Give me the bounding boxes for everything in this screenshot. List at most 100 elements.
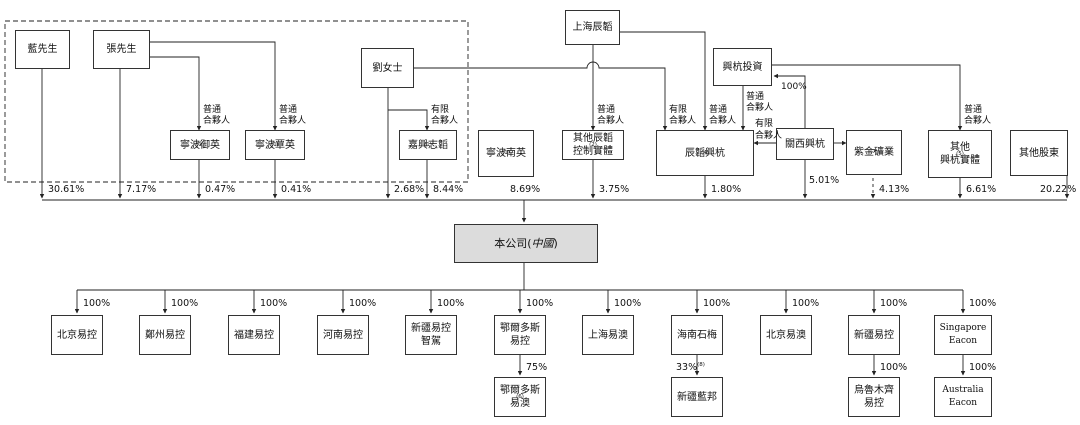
pct-chenchu-xinghang: 1.80% [711, 184, 742, 195]
shareholder-zhang-label: 張先生 [106, 44, 137, 55]
xinghang-invest-box: 興杭投資 [713, 48, 772, 86]
subsidiary-label-5: 鄂爾多斯 易控 [500, 323, 540, 347]
subsidiary-label-0: 北京易控 [57, 329, 97, 341]
note-marker: (8) [697, 362, 705, 368]
gp-label-yuying: 普通 合夥人 [203, 105, 231, 126]
subsidiary-box-3: 河南易控 [317, 315, 369, 355]
pct-sub-4: 100% [437, 298, 465, 309]
company-label-end: ) [553, 237, 558, 250]
lp-label-guanxi: 有限 合夥人 [755, 119, 783, 141]
pct-sub-1: 100% [171, 298, 199, 309]
note-marker: (1) [424, 141, 432, 148]
pct-caiying: 0.41% [281, 184, 312, 195]
pct-sub-8: 100% [792, 298, 820, 309]
note-marker: (4) [701, 149, 709, 156]
pct-second-1-value: 33% [676, 362, 698, 373]
pct-guanxi: 5.01% [809, 175, 840, 186]
other-xinghang-label: 其他 興杭實體 [940, 142, 980, 166]
note-marker: (1) [196, 141, 204, 148]
main-company-box: 本公司(中國) [454, 224, 598, 263]
gp-label-xinghang-invest: 普通 合夥人 [746, 92, 774, 113]
subsidiary-box-5: 鄂爾多斯 易控 [494, 315, 546, 355]
ningbo-caiying-box: 寧波覃英(1) [245, 130, 305, 160]
gp-label-caiying: 普通 合夥人 [279, 105, 307, 126]
subsidiary-label-4: 新疆易控 智駕 [411, 323, 451, 347]
pct-sub-0: 100% [83, 298, 111, 309]
second-level-box-3: Australia Eacon [934, 377, 992, 417]
note-marker: (5) [956, 150, 964, 157]
ningbo-caiying-label: 寧波覃英 [255, 139, 295, 151]
pct-liu: 2.68% [394, 184, 425, 195]
subsidiary-label-6: 上海易澳 [588, 329, 628, 341]
pct-sub-2: 100% [260, 298, 288, 309]
jiaxing-zhitao-box: 嘉興志韜(1) [399, 130, 457, 160]
second-level-box-2: 烏魯木齊 易控 [848, 377, 900, 417]
jiaxing-zhitao-label: 嘉興志韜 [408, 139, 448, 151]
second-level-label-2: 烏魯木齊 易控 [854, 385, 894, 409]
shanghai-chenchu-label: 上海辰韜 [572, 22, 613, 33]
note-marker: (1) [502, 150, 510, 156]
subsidiary-box-9: 新疆易控 [848, 315, 900, 355]
ningbo-nanying-label: 寧波南英 [486, 148, 526, 159]
pct-yuying: 0.47% [205, 184, 236, 195]
company-label-italic: 中國 [531, 237, 554, 250]
company-label-start: 本公司( [494, 237, 532, 250]
subsidiary-box-8: 北京易澳 [760, 315, 812, 355]
pct-second-0: 75% [526, 362, 548, 373]
guanxi-xinghang-box: 關西興杭 [776, 128, 834, 160]
shareholder-lan-label: 藍先生 [27, 44, 58, 55]
pct-others: 20.22% [1040, 184, 1077, 195]
subsidiary-label-8: 北京易澳 [766, 329, 806, 341]
pct-second-2: 100% [880, 362, 908, 373]
subsidiary-box-1: 鄭州易控 [139, 315, 191, 355]
note-marker: (2) [589, 141, 597, 148]
subsidiary-label-9: 新疆易控 [854, 329, 894, 341]
guanxi-xinghang-label: 關西興杭 [785, 138, 825, 150]
lp-label-liu-chenchu: 有限 合夥人 [669, 105, 697, 126]
pct-lan: 30.61% [48, 184, 85, 195]
chenchu-xinghang-box: 辰韜興杭(4) [656, 130, 754, 176]
pct-sub-5: 100% [526, 298, 554, 309]
subsidiary-box-2: 福建易控 [228, 315, 280, 355]
zijin-mining-label: 紫金礦業 [854, 147, 894, 158]
pct-second-3: 100% [969, 362, 997, 373]
shareholder-lan-box: 藍先生 [15, 30, 70, 69]
pct-zhitao: 8.44% [433, 184, 464, 195]
subsidiary-box-6: 上海易澳 [582, 315, 634, 355]
gp-label-other-chenchu: 普通 合夥人 [597, 105, 625, 126]
shareholder-liu-box: 劉女士 [361, 48, 414, 88]
subsidiary-box-7: 海南石梅 [671, 315, 723, 355]
second-level-box-1: 新疆藍邦 [671, 377, 723, 417]
pct-zijin: 4.13% [879, 184, 910, 195]
pct-sub-3: 100% [349, 298, 377, 309]
lp-label-zhitao: 有限 合夥人 [431, 105, 459, 126]
pct-second-1: 33%(8) [676, 362, 705, 373]
zijin-mining-box: 紫金礦業(7) [846, 130, 902, 175]
gp-label-other-xinghang: 普通 合夥人 [964, 105, 992, 126]
other-shareholders-label: 其他股東 [1019, 147, 1059, 159]
pct-sub-7: 100% [703, 298, 731, 309]
subsidiary-box-10: Singapore Eacon [934, 315, 992, 355]
other-chenchu-label: 其他辰韜 控制實體 [573, 133, 613, 157]
pct-guanxi-to-xinghang: 100% [781, 82, 807, 92]
note-marker: (1) [271, 141, 279, 148]
pct-sub-6: 100% [614, 298, 642, 309]
other-xinghang-box: 其他 興杭實體(5) [928, 130, 992, 178]
pct-other-chenchu: 3.75% [599, 184, 630, 195]
second-level-label-0: 鄂爾多斯 易澳 [500, 385, 540, 409]
main-company-label: 本公司(中國) [494, 237, 558, 250]
pct-other-xinghang: 6.61% [966, 184, 997, 195]
subsidiary-box-4: 新疆易控 智駕 [405, 315, 457, 355]
second-level-label-3: Australia Eacon [942, 385, 984, 408]
ningbo-nanying-box: 寧波南英(1) [478, 130, 534, 177]
note-marker: (6) [516, 393, 524, 400]
pct-sub-10: 100% [969, 298, 997, 309]
second-level-box-0: 鄂爾多斯 易澳(6) [494, 377, 546, 417]
ningbo-yuying-label: 寧波御英 [180, 139, 220, 151]
subsidiary-label-7: 海南石梅 [677, 329, 717, 341]
second-level-label-1: 新疆藍邦 [677, 391, 717, 403]
subsidiary-label-1: 鄭州易控 [145, 329, 185, 341]
subsidiary-label-2: 福建易控 [234, 329, 274, 341]
other-shareholders-box: 其他股東 [1010, 130, 1068, 176]
